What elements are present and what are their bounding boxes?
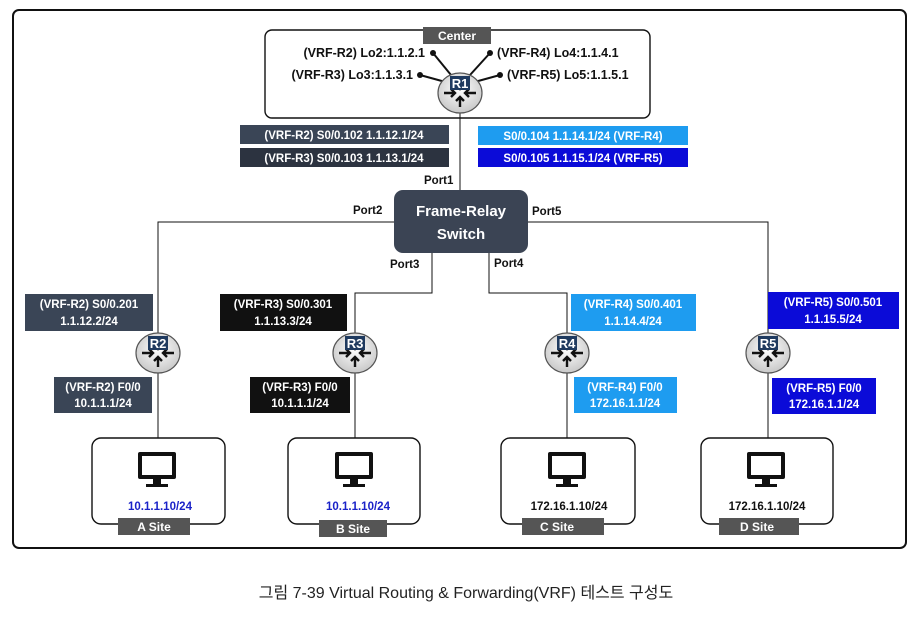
router-r4[interactable]: R4 bbox=[543, 331, 591, 375]
loopback-r3: (VRF-R3) Lo3:1.1.3.1 bbox=[291, 68, 413, 82]
port5-label: Port5 bbox=[532, 206, 562, 218]
r2-serial-line1: (VRF-R2) S0/0.201 bbox=[40, 299, 139, 311]
router-r1[interactable]: R1 bbox=[436, 71, 484, 115]
r1-subif-r4-bg bbox=[478, 126, 688, 145]
switch-label-line2: Switch bbox=[437, 226, 485, 243]
router-r3[interactable]: R3 bbox=[331, 331, 379, 375]
center-label-bg bbox=[423, 27, 491, 44]
site-a-label: A Site bbox=[137, 520, 171, 534]
r4-fast-line1: (VRF-R4) F0/0 bbox=[587, 382, 662, 394]
site-a-label-bg bbox=[118, 518, 190, 535]
r1-subif-r5-bg bbox=[478, 148, 688, 167]
svg-text:R3: R3 bbox=[347, 336, 364, 351]
r2-fast-line2: 10.1.1.1/24 bbox=[74, 398, 132, 410]
r1-subif-r2: (VRF-R2) S0/0.102 1.1.12.1/24 bbox=[264, 130, 424, 142]
r2-fast-bg bbox=[54, 377, 152, 413]
router-r2[interactable]: R2 bbox=[134, 331, 182, 375]
loopback-r2: (VRF-R2) Lo2:1.1.2.1 bbox=[303, 46, 425, 60]
site-d-label: D Site bbox=[740, 520, 774, 534]
r1-subif-r4: S0/0.104 1.1.14.1/24 (VRF-R4) bbox=[503, 131, 662, 143]
svg-text:R4: R4 bbox=[559, 336, 576, 351]
site-d-label-bg bbox=[719, 518, 799, 535]
port2-label: Port2 bbox=[353, 205, 382, 217]
r3-serial-line1: (VRF-R3) S0/0.301 bbox=[234, 299, 333, 311]
r5-serial-line1: (VRF-R5) S0/0.501 bbox=[784, 297, 883, 309]
pc-d-ip: 172.16.1.10/24 bbox=[729, 501, 806, 513]
pc-a-ip: 10.1.1.10/24 bbox=[128, 501, 193, 513]
r2-fast-line1: (VRF-R2) F0/0 bbox=[65, 382, 140, 394]
r4-fast-bg bbox=[574, 377, 677, 413]
r3-fast-bg bbox=[250, 377, 350, 413]
r4-serial-line1: (VRF-R4) S0/0.401 bbox=[584, 299, 683, 311]
center-label: Center bbox=[438, 29, 476, 43]
r1-subif-r2-bg bbox=[240, 125, 449, 144]
outer-frame bbox=[12, 9, 907, 549]
site-b-label-bg bbox=[319, 520, 387, 537]
port3-label: Port3 bbox=[390, 259, 419, 271]
port1-label: Port1 bbox=[424, 175, 454, 187]
r5-fast-bg bbox=[772, 378, 876, 414]
r1-subif-r3-bg bbox=[240, 148, 449, 167]
r1-subif-r5: S0/0.105 1.1.15.1/24 (VRF-R5) bbox=[503, 153, 662, 165]
r3-fast-line1: (VRF-R3) F0/0 bbox=[262, 382, 337, 394]
loopback-r5: (VRF-R5) Lo5:1.1.5.1 bbox=[507, 68, 629, 82]
svg-text:R2: R2 bbox=[150, 336, 167, 351]
router-r5[interactable]: R5 bbox=[744, 331, 792, 375]
r5-fast-line2: 172.16.1.1/24 bbox=[789, 399, 860, 411]
r3-fast-line2: 10.1.1.1/24 bbox=[271, 398, 329, 410]
switch-label-line1: Frame-Relay bbox=[416, 203, 507, 220]
r3-serial-bg bbox=[220, 294, 347, 331]
pc-c-ip: 172.16.1.10/24 bbox=[531, 501, 608, 513]
site-b-label: B Site bbox=[336, 522, 370, 536]
site-c-label-bg bbox=[522, 518, 604, 535]
r5-serial-bg bbox=[768, 292, 899, 329]
port4-label: Port4 bbox=[494, 258, 524, 270]
pc-b-ip: 10.1.1.10/24 bbox=[326, 501, 391, 513]
frame-relay-switch[interactable] bbox=[394, 190, 528, 253]
r2-serial-bg bbox=[25, 294, 153, 331]
site-c-label: C Site bbox=[540, 520, 574, 534]
figure-caption: 그림 7-39 Virtual Routing & Forwarding(VRF… bbox=[259, 584, 673, 602]
r1-subif-r3: (VRF-R3) S0/0.103 1.1.13.1/24 bbox=[264, 153, 424, 165]
r5-serial-line2: 1.1.15.5/24 bbox=[804, 314, 862, 326]
r2-serial-line2: 1.1.12.2/24 bbox=[60, 316, 118, 328]
svg-text:R5: R5 bbox=[760, 336, 777, 351]
r3-serial-line2: 1.1.13.3/24 bbox=[254, 316, 312, 328]
r5-fast-line1: (VRF-R5) F0/0 bbox=[786, 383, 861, 395]
r4-fast-line2: 172.16.1.1/24 bbox=[590, 398, 661, 410]
svg-text:R1: R1 bbox=[452, 76, 469, 91]
r4-serial-bg bbox=[571, 294, 696, 331]
r4-serial-line2: 1.1.14.4/24 bbox=[604, 316, 662, 328]
loopback-r4: (VRF-R4) Lo4:1.1.4.1 bbox=[497, 46, 619, 60]
